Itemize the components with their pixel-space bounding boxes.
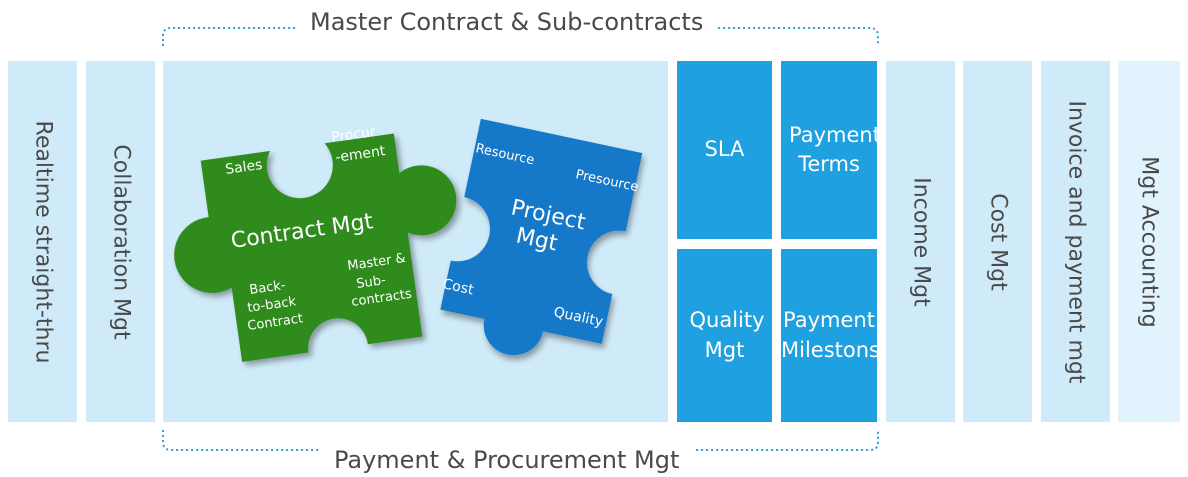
green-sales: Sales [224, 157, 263, 178]
payment-terms-box: Payment Terms [781, 61, 881, 239]
green-back-2: to-back [246, 294, 297, 316]
bracket-bottom-label: Payment & Procurement Mgt [320, 446, 694, 474]
green-procurement-1: Procur [330, 124, 377, 146]
sla-box: SLA [677, 61, 772, 239]
blue-cost: Cost [441, 276, 475, 298]
green-puzzle-piece [174, 133, 457, 362]
column-cost: Cost Mgt [963, 61, 1032, 422]
quality-mgt-box: Quality Mgt [677, 249, 772, 422]
column-collaboration: Collaboration Mgt [86, 61, 155, 422]
column-income: Income Mgt [886, 61, 955, 422]
payment-milestons-label: Payment Milestons [781, 308, 880, 362]
column-accounting: Mgt Accounting [1118, 61, 1180, 422]
payment-milestons-box: Payment Milestons [781, 249, 880, 422]
column-realtime: Realtime straight-thru [8, 61, 77, 422]
quality-mgt-label: Quality Mgt [689, 308, 765, 362]
sla-label: SLA [704, 137, 745, 162]
green-procurement-2: -ement [334, 143, 387, 166]
blue-puzzle-piece [440, 118, 643, 356]
green-back-1: Back- [248, 278, 286, 298]
green-master-2: Sub- [355, 273, 387, 292]
column-invoice: Invoice and payment mgt [1041, 61, 1110, 422]
bracket-top-label: Master Contract & Sub-contracts [296, 8, 718, 36]
payment-terms-label: Payment Terms [789, 122, 881, 176]
